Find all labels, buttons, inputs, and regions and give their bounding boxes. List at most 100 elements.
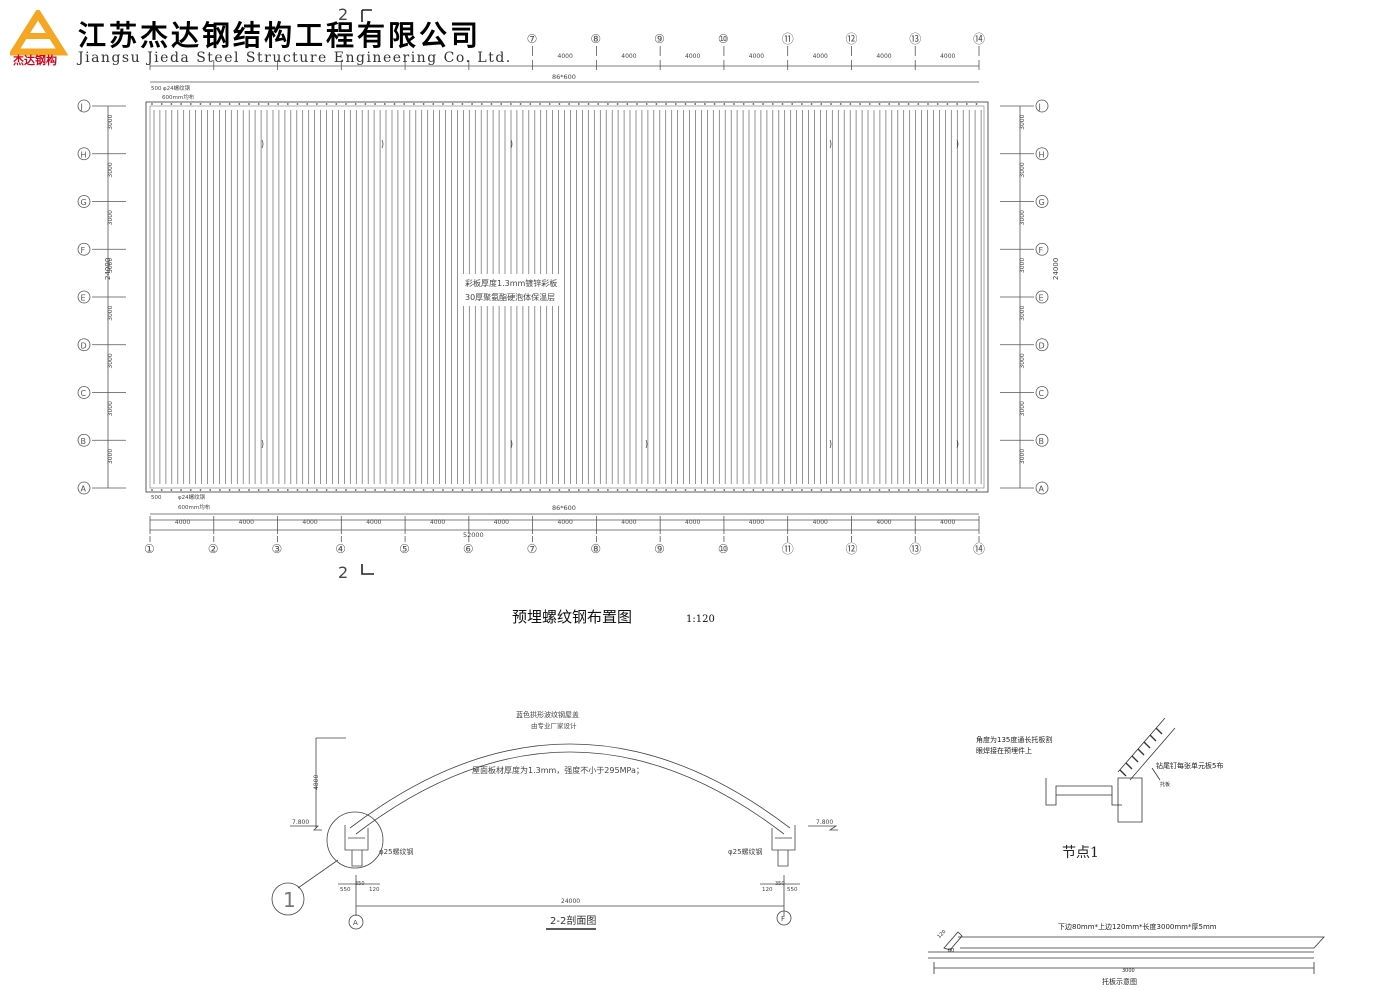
rebar-dot [830, 103, 832, 105]
axis-bubbles-right: J3000H3000G3000F3000E3000D3000C3000B3000… [1000, 99, 1049, 495]
rebar-dot [500, 103, 503, 105]
rebar-dot [868, 103, 871, 105]
rebar-dot [694, 489, 697, 491]
rebar-dot [577, 489, 580, 491]
rebar-dot [558, 103, 561, 105]
axis-label-right: B [1039, 437, 1045, 446]
node-bracket [1045, 778, 1122, 806]
roof-label: 蓝色拱形波纹钢屋盖 [516, 710, 579, 719]
dim-550-right: 550 [787, 887, 798, 893]
section-axis-a-bubble [348, 914, 364, 930]
bay-dim-bottom: 4000 [494, 519, 509, 526]
rebar-dot [684, 489, 687, 491]
rebar-dot [180, 489, 183, 491]
dim-550-left: 550 [340, 887, 351, 893]
rebar-dot [636, 103, 638, 105]
axis-label-left: J [80, 103, 83, 112]
rebar-dot [645, 489, 648, 491]
rebar-dot [898, 103, 900, 105]
edge-offset-bottom: 500 [151, 495, 162, 501]
rebar-dot [742, 103, 745, 105]
rebar-dot [403, 489, 406, 491]
company-logo: 杰达钢构 江苏杰达钢结构工程有限公司 Jiangsu Jieda Steel S… [10, 10, 510, 70]
rebar-dot [791, 103, 794, 105]
node-note3: 钻尾钉每张单元板5布 [1156, 761, 1223, 770]
rebar-dot [413, 489, 415, 491]
rebar-dot [393, 103, 396, 105]
bay-dim-bottom: 4000 [876, 519, 891, 526]
axis-label-bottom: ① [144, 542, 155, 556]
bay-dim-top: 4000 [558, 53, 573, 60]
rebar-dot [248, 103, 250, 105]
dim-120-right: 120 [762, 887, 773, 893]
bay-dim-bottom: 4000 [813, 519, 828, 526]
axis-bubble-right [1035, 433, 1049, 447]
rebar-left-label: φ25螺纹钢 [379, 847, 414, 856]
rebar-label-top: φ24螺纹钢 [163, 84, 191, 92]
rebar-dot [316, 103, 318, 105]
bay-dim-bottom: 4000 [302, 519, 317, 526]
axis-label-left: H [81, 150, 87, 159]
axis-label-left: E [81, 294, 86, 303]
rebar-label-bottom: φ24螺纹钢 [178, 493, 206, 501]
rebar-dot [956, 103, 958, 105]
elev-left: 7.800 [292, 819, 309, 826]
rebar-dot [238, 103, 241, 105]
rebar-dot [849, 103, 852, 105]
plan-note-line2: 30厚聚氨酯硬泡体保温层 [465, 292, 555, 302]
plan-title: 预埋螺纹钢布置图 [512, 608, 632, 626]
rebar-dot [471, 489, 473, 491]
row-dim-left: 3000 [107, 449, 114, 464]
node-note2: 眼焊接在预埋件上 [976, 746, 1032, 755]
rebar-dot [160, 103, 163, 105]
bracket-detail [928, 931, 1325, 974]
rebar-dot [277, 489, 279, 491]
row-dim-left: 3000 [107, 162, 114, 177]
span-dim-line [355, 875, 785, 916]
span-dim: 24000 [561, 898, 580, 905]
row-dim-left: 3000 [107, 114, 114, 129]
row-dim-right: 3000 [1019, 305, 1026, 320]
rebar-dot [762, 103, 764, 105]
rebar-count-bottom: 86*600 [552, 504, 576, 512]
axis-bubble-left [77, 290, 91, 304]
panel-splice-mark [510, 139, 513, 149]
axis-label-left: C [81, 389, 87, 398]
axis-bubble-left [77, 99, 91, 113]
edge-offset-top: 500 [151, 86, 162, 92]
rebar-dot [752, 489, 755, 491]
node-hatch [1119, 727, 1163, 777]
rebar-dot [199, 489, 202, 491]
rebar-dot [820, 489, 823, 491]
bracket-bottom-line [928, 951, 1314, 959]
axis-label-bottom: ⑧ [590, 542, 601, 556]
section-title: 2-2剖面图 [550, 914, 596, 927]
rebar-dot [286, 103, 289, 105]
rebar-dot [228, 489, 231, 491]
rebar-dot [888, 489, 891, 491]
rebar-dot [539, 103, 541, 105]
rebar-dot [936, 489, 939, 491]
rebar-dot [674, 489, 677, 491]
rebar-dot [490, 103, 493, 105]
rebar-dot [558, 489, 561, 491]
bay-dim-top: 4000 [940, 53, 955, 60]
axis-label-bottom: ⑭ [973, 542, 985, 556]
rebar-dot [587, 103, 590, 105]
rebar-dot [801, 489, 803, 491]
rebar-dot [160, 489, 163, 491]
axis-label-bottom: ⑪ [782, 542, 794, 556]
rebar-dot [626, 489, 629, 491]
axis-label-top: ⑧ [590, 32, 601, 46]
rebar-dot [325, 489, 328, 491]
bay-dim-bottom: 4000 [430, 519, 445, 526]
rebar-dot [248, 489, 250, 491]
node-title: 节点1 [1062, 845, 1099, 861]
rebar-dot [510, 103, 512, 105]
rebar-dot [868, 489, 871, 491]
company-name-cn: 江苏杰达钢结构工程有限公司 [78, 19, 482, 52]
bracket-dim-side: 80 [948, 948, 954, 954]
rebar-dot [364, 489, 367, 491]
